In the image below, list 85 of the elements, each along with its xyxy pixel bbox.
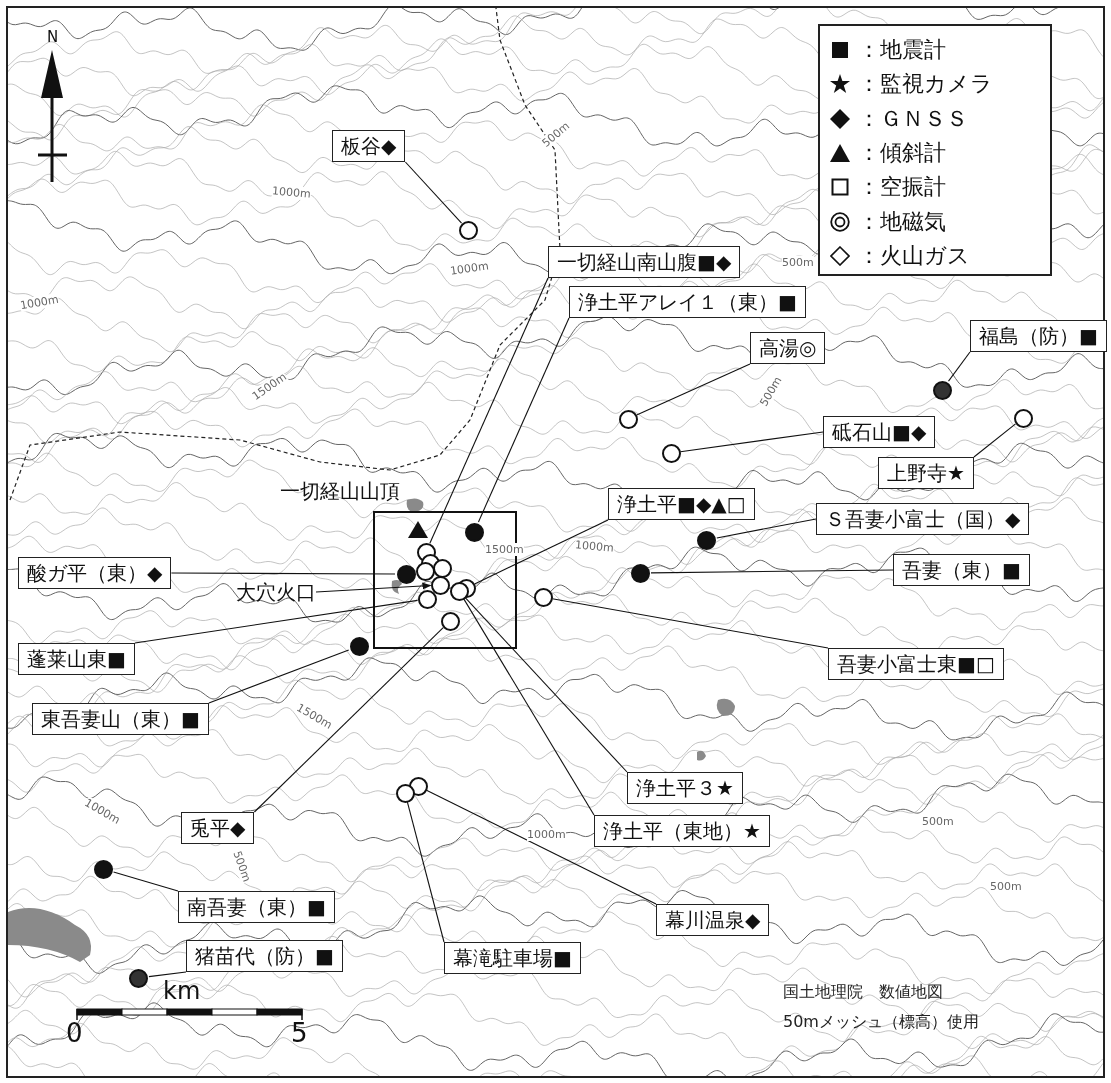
leader-line xyxy=(404,161,463,224)
scale-number: 0 xyxy=(66,1018,83,1048)
credit-note: 国土地理院 数値地図 xyxy=(783,982,943,1003)
station-label: 浄土平アレイ１（東）■ xyxy=(569,286,806,318)
leader-line xyxy=(474,519,609,585)
station-label: Ｓ吾妻小富士（国）◆ xyxy=(816,503,1030,535)
contour-label: 500m xyxy=(990,880,1022,893)
leader-line xyxy=(716,518,817,539)
leader-line xyxy=(477,317,570,523)
contour-label: 1000m xyxy=(19,292,60,313)
station-marker xyxy=(533,587,553,607)
station-marker xyxy=(396,564,416,584)
leader-line xyxy=(948,351,971,382)
leader-line xyxy=(113,871,179,892)
leader-line xyxy=(425,789,657,905)
station-marker xyxy=(464,522,484,542)
station-label: 幕滝駐車場■ xyxy=(444,942,581,974)
leader-line xyxy=(464,597,628,773)
leader-line xyxy=(148,971,187,978)
station-label: 猪苗代（防）■ xyxy=(186,940,343,972)
station-marker xyxy=(408,776,428,796)
leader-line xyxy=(170,572,396,575)
scale-number: 5 xyxy=(291,1018,308,1048)
station-label: 一切経山南山腹■◆ xyxy=(548,246,741,278)
place-label: 一切経山山頂 xyxy=(280,478,400,505)
station-marker xyxy=(449,581,469,601)
station-marker xyxy=(128,968,148,988)
station-label: 浄土平（東地）★ xyxy=(594,815,770,847)
legend-text: ：ＧＮＳＳ xyxy=(858,104,968,133)
legend-text: ：地震計 xyxy=(858,36,946,64)
station-marker xyxy=(618,409,638,429)
leader-line xyxy=(679,431,824,453)
station-marker xyxy=(458,220,478,240)
leader-line xyxy=(551,598,829,649)
legend-text: ：火山ガス xyxy=(858,241,970,270)
station-label: 幕川温泉◆ xyxy=(656,904,770,936)
station-label: 浄土平■◆▲□ xyxy=(608,488,755,520)
contour-label: 500m xyxy=(782,256,814,269)
contour-label: 1000m xyxy=(574,538,615,555)
legend-text: ：空振計 xyxy=(858,173,946,202)
station-marker xyxy=(432,558,452,578)
place-label: 大穴火口 xyxy=(236,580,316,604)
leader-line xyxy=(208,649,350,704)
station-marker xyxy=(932,380,952,400)
station-label: 兎平◆ xyxy=(181,812,255,844)
compass-letter: N xyxy=(47,28,59,46)
leader-line xyxy=(650,569,894,574)
arrow xyxy=(315,582,432,593)
leader-line xyxy=(636,363,751,416)
station-marker xyxy=(349,636,369,656)
contour-label: 1500m xyxy=(485,543,524,556)
credit-note: 50mメッシュ（標高）使用 xyxy=(783,1012,979,1033)
station-label: 吾妻（東）■ xyxy=(893,554,1030,586)
leader-line xyxy=(429,277,549,544)
leader-line xyxy=(463,598,595,816)
station-label: 板谷◆ xyxy=(332,130,406,162)
station-label: 東吾妻山（東）■ xyxy=(32,703,209,735)
leader-line xyxy=(973,423,1017,458)
station-label: 高湯◎ xyxy=(750,332,826,364)
station-marker xyxy=(415,561,435,581)
station-label: 福島（防）■ xyxy=(970,320,1107,352)
station-label: 砥石山■◆ xyxy=(823,416,936,448)
leader-line xyxy=(134,599,419,644)
station-marker xyxy=(417,589,437,609)
station-label: 吾妻小富士東■□ xyxy=(828,648,1004,680)
station-marker xyxy=(1013,408,1033,428)
legend-text: ：地磁気 xyxy=(858,207,946,236)
scale-unit: km xyxy=(163,977,201,1005)
legend-text: ：監視カメラ xyxy=(858,70,993,99)
station-marker xyxy=(93,859,113,879)
station-marker xyxy=(395,783,415,803)
contour-label: 1000m xyxy=(527,828,566,841)
contour-label: 1000m xyxy=(271,184,312,201)
station-label: 南吾妻（東）■ xyxy=(178,891,335,923)
station-label: 蓬莱山東■ xyxy=(18,643,135,675)
station-label: 酸ガ平（東）◆ xyxy=(18,557,172,589)
contour-label: 500m xyxy=(922,815,954,828)
legend-text: ：傾斜計 xyxy=(858,138,946,167)
station-marker xyxy=(661,443,681,463)
station-marker xyxy=(630,563,650,583)
station-marker xyxy=(696,530,716,550)
station-label: 浄土平３★ xyxy=(627,772,743,804)
leader-line xyxy=(253,627,444,813)
leader-line xyxy=(406,801,445,943)
station-label: 上野寺★ xyxy=(878,457,974,489)
